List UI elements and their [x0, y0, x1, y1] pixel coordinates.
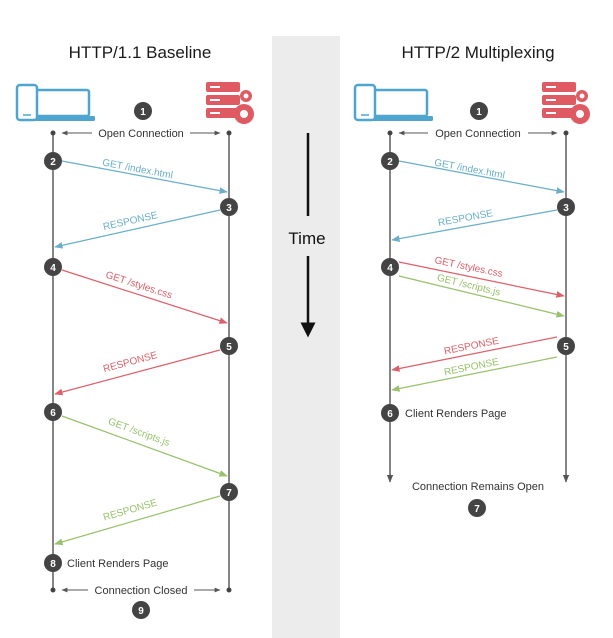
request-arrow-styles	[61, 269, 228, 324]
http11-panel: HTTP/1.1 Baseline 1	[15, 43, 254, 619]
response-arrow-styles	[391, 336, 558, 372]
response-arrow-3	[54, 495, 221, 546]
connection-remains-label: Connection Remains Open	[412, 481, 544, 493]
laptop-phone-icon	[353, 83, 433, 122]
response-label-1: RESPONSE	[437, 208, 494, 229]
step-number: 5	[563, 342, 569, 353]
request-arrow-scripts	[61, 415, 228, 477]
open-connection-label: Open Connection	[98, 128, 184, 140]
step-number: 2	[387, 157, 393, 168]
step-number: 1	[140, 107, 146, 118]
step-number: 8	[50, 559, 56, 570]
get-index-label: GET /index.html	[101, 158, 173, 182]
client-renders-label: Client Renders Page	[67, 558, 169, 570]
step-number: 6	[387, 409, 393, 420]
get-index-label: GET /index.html	[433, 158, 505, 182]
step-number: 3	[226, 203, 232, 214]
get-styles-label: GET /styles.css	[104, 270, 173, 302]
connection-closed-label: Connection Closed	[95, 585, 188, 597]
request-arrow-styles	[398, 261, 565, 298]
step-number: 3	[563, 203, 569, 214]
server-gear-icon	[206, 82, 254, 124]
server-gear-icon	[542, 82, 590, 124]
response-label-scripts: RESPONSE	[443, 357, 500, 379]
request-arrow-index	[398, 160, 565, 194]
http2-title: HTTP/2 Multiplexing	[401, 43, 554, 62]
http2-panel: HTTP/2 Multiplexing 1 Open Connecti	[353, 43, 590, 517]
response-arrow-1	[54, 209, 221, 249]
client-renders-label: Client Renders Page	[405, 408, 507, 420]
step-number: 7	[474, 504, 480, 515]
step-number: 9	[138, 606, 144, 617]
response-label-3: RESPONSE	[102, 498, 159, 524]
step-number: 1	[476, 107, 482, 118]
step-number: 2	[50, 157, 56, 168]
response-arrow-1	[391, 209, 558, 242]
step-number: 5	[226, 342, 232, 353]
open-connection-label: Open Connection	[435, 128, 521, 140]
step-number: 4	[50, 263, 56, 274]
response-label-2: RESPONSE	[102, 350, 159, 375]
request-arrow-index	[61, 160, 228, 194]
step-number: 4	[387, 263, 393, 274]
step-marker	[134, 102, 152, 120]
response-arrow-scripts	[391, 356, 558, 392]
laptop-phone-icon	[15, 83, 95, 122]
step-number: 6	[50, 408, 56, 419]
request-arrow-scripts	[398, 275, 565, 318]
time-label: Time	[288, 229, 325, 248]
http11-title: HTTP/1.1 Baseline	[69, 43, 212, 62]
time-band	[272, 36, 340, 638]
response-arrow-2	[54, 349, 221, 396]
step-number: 7	[226, 488, 232, 499]
